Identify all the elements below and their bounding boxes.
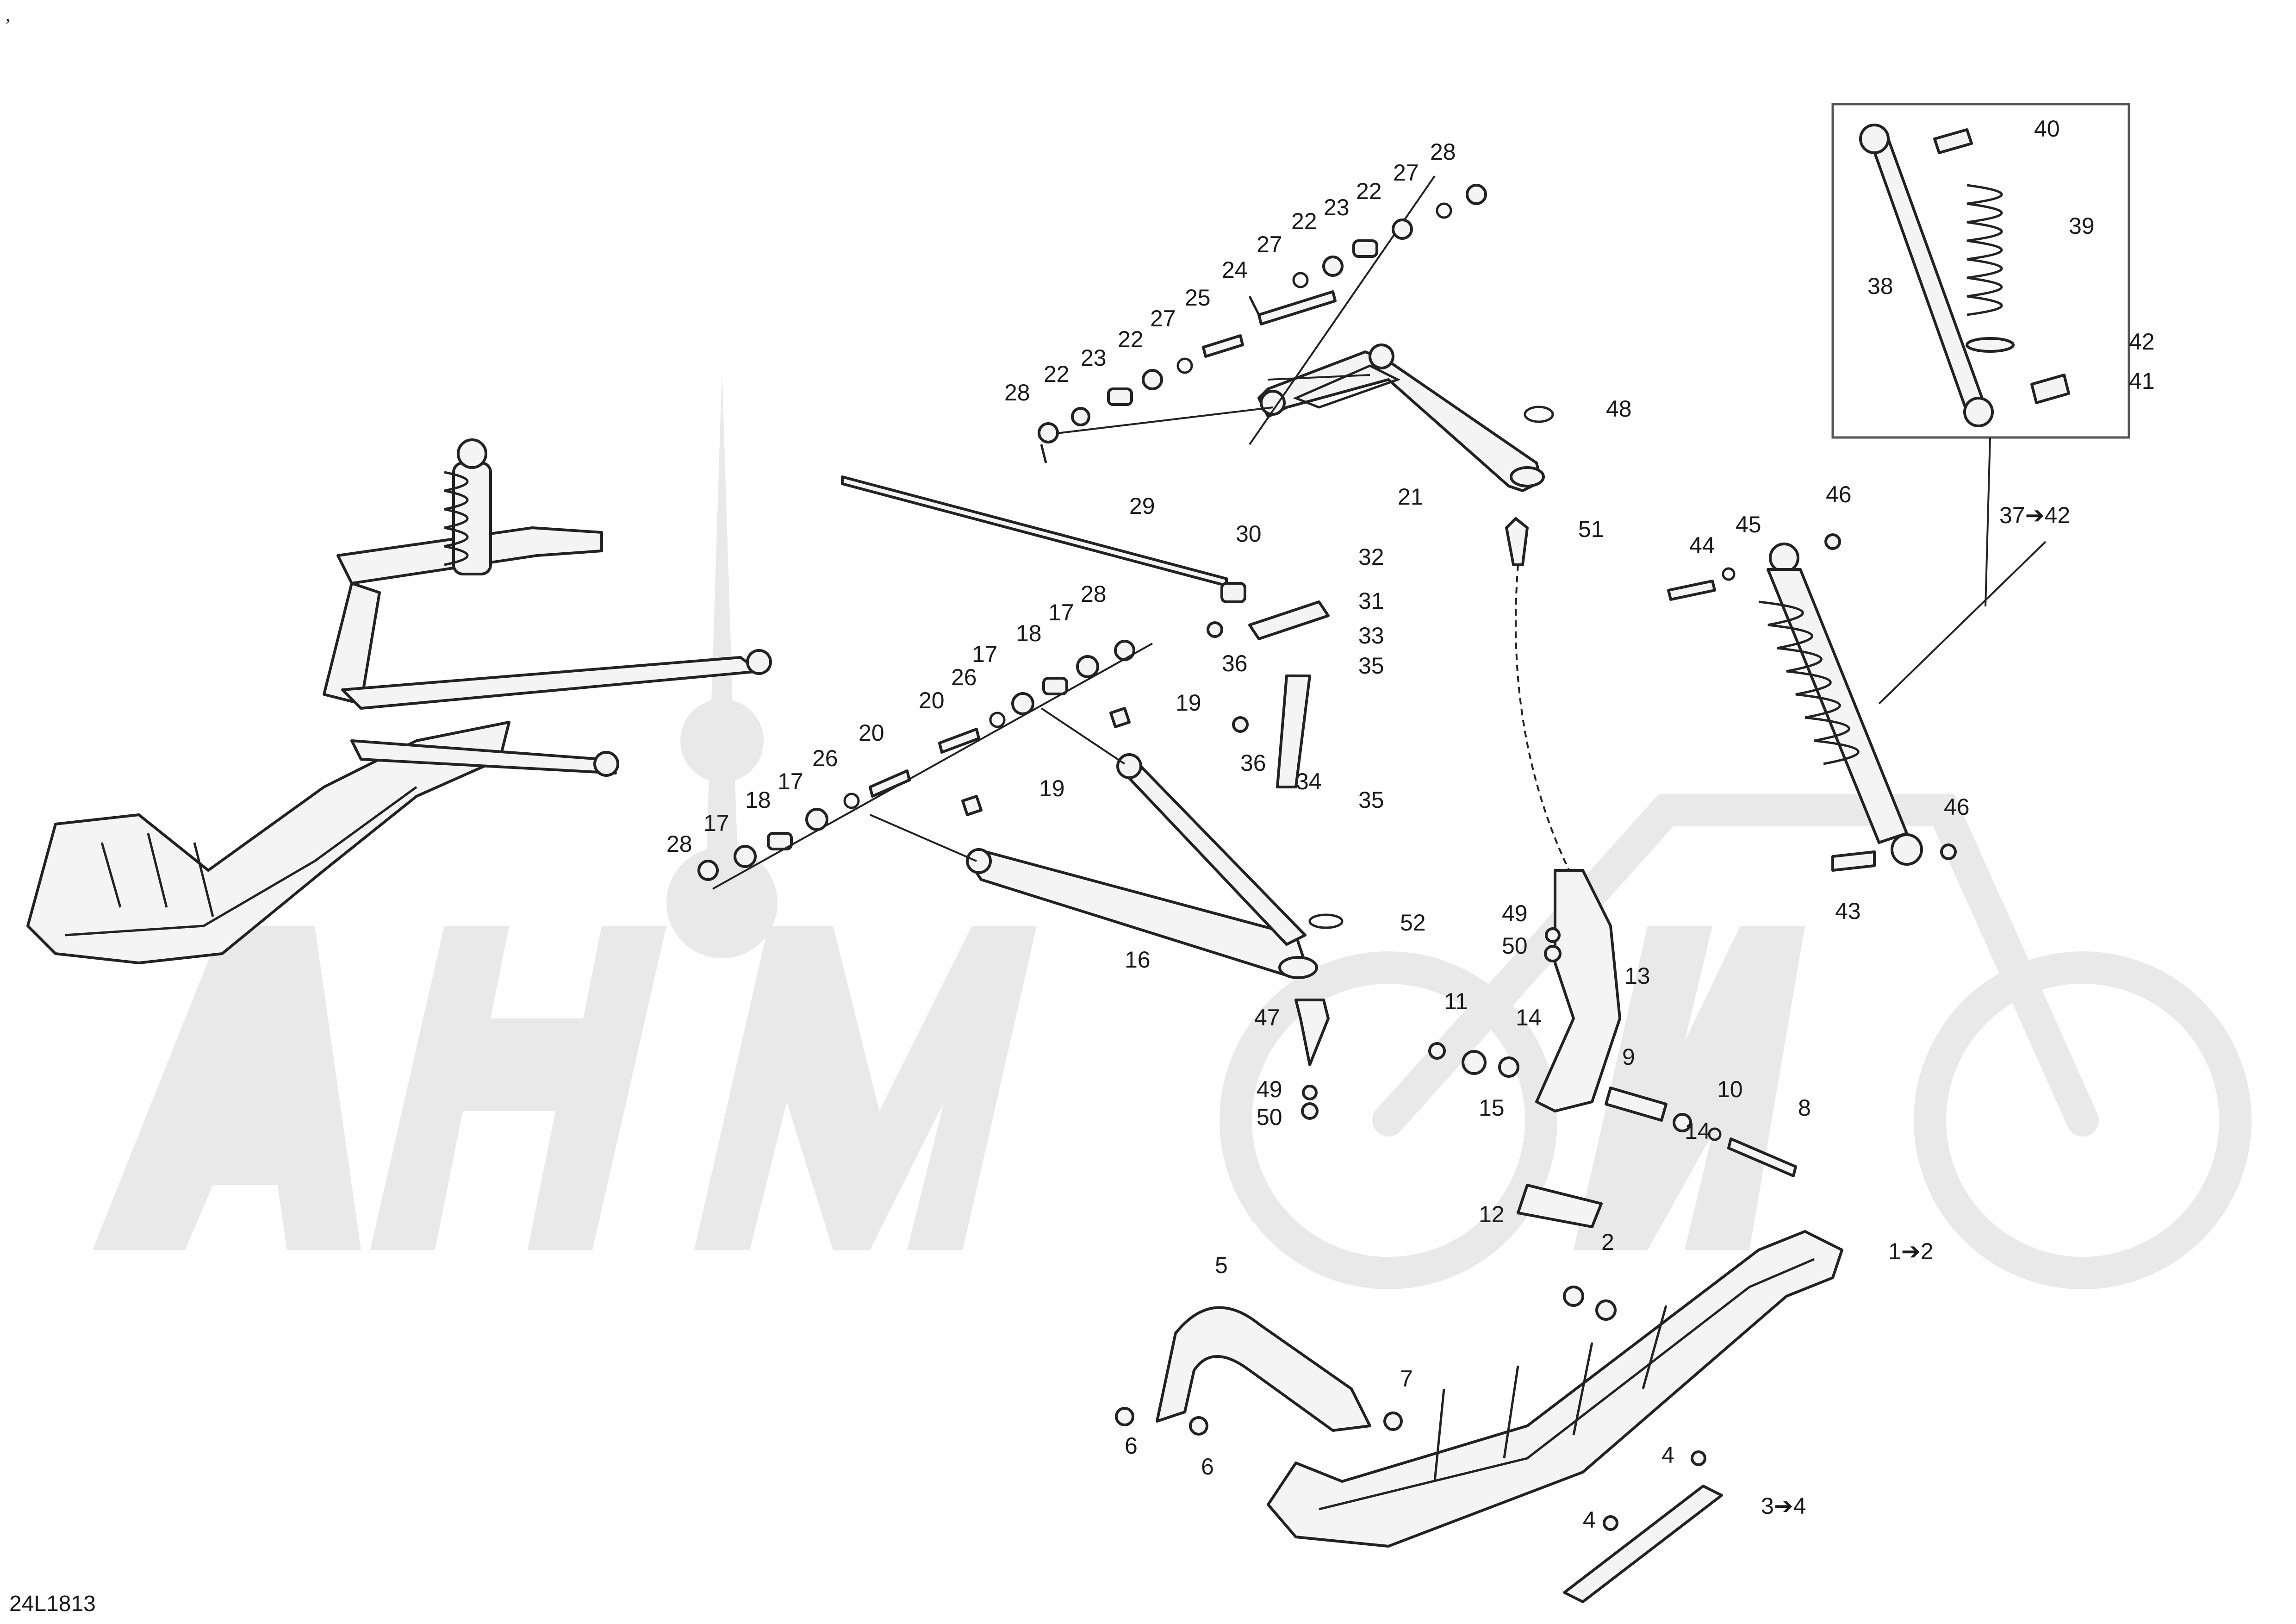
- part-number-label: 35: [1358, 787, 1384, 813]
- watermark-text: АКИМОТО: [1250, 1218, 1272, 1224]
- part-number-label: 28: [666, 831, 692, 857]
- part-number-label: 46: [1944, 794, 1970, 820]
- part-number-label: 22: [1356, 178, 1382, 204]
- part-number-label: 33: [1358, 623, 1384, 649]
- part-number-label: 51: [1578, 516, 1604, 542]
- assembled-suspension: [26, 438, 772, 964]
- part-number-label: 24: [1222, 257, 1248, 283]
- part-number-label: 23: [1081, 345, 1107, 371]
- part-number-label: 26: [951, 664, 977, 690]
- part-number-label: 27: [1393, 160, 1419, 186]
- part-number-label: 27: [1257, 231, 1282, 257]
- part-number-label: 18: [745, 787, 771, 813]
- part-number-label: 10: [1717, 1076, 1743, 1102]
- part-number-label: 45: [1736, 512, 1761, 537]
- part-number-label: 32: [1358, 544, 1384, 570]
- sway-bar-group: [841, 475, 1330, 788]
- part-number-label: 11: [1444, 988, 1468, 1014]
- part-number-label: 49: [1502, 900, 1528, 926]
- part-number-label: 15: [1479, 1095, 1505, 1121]
- part-number-label: 46: [1826, 481, 1852, 507]
- part-number-label: 28: [1430, 139, 1456, 165]
- part-number-label: 22: [1118, 326, 1144, 352]
- part-number-label: 40: [2034, 116, 2060, 142]
- part-number-label: 36: [1240, 750, 1266, 776]
- part-number-label: 49: [1257, 1076, 1282, 1102]
- part-number-label: 14: [1516, 1005, 1542, 1031]
- part-number-label: 20: [919, 687, 945, 713]
- part-number-label: 39: [2069, 213, 2095, 239]
- part-number-label: 21: [1398, 484, 1424, 510]
- part-number-label: 2: [1601, 1229, 1614, 1255]
- corner-mark: ,: [6, 4, 10, 25]
- part-number-label: 8: [1798, 1095, 1811, 1121]
- part-labels: 2827222322272425272223222848215129303231…: [666, 116, 2155, 1533]
- part-number-label: 3➔4: [1761, 1493, 1806, 1519]
- part-number-label: 6: [1201, 1454, 1214, 1480]
- part-number-label: 34: [1296, 768, 1322, 794]
- part-number-label: 4: [1661, 1442, 1674, 1468]
- part-number-label: 19: [1039, 775, 1065, 801]
- part-number-label: 14: [1685, 1118, 1711, 1144]
- part-number-label: 17: [703, 810, 729, 836]
- part-number-label: 17: [778, 768, 803, 794]
- part-number-label: 6: [1125, 1433, 1138, 1459]
- spindle-group: [1301, 869, 1797, 1228]
- part-number-label: 22: [1291, 208, 1317, 234]
- part-number-label: 25: [1185, 285, 1211, 311]
- part-number-label: 28: [1004, 380, 1030, 406]
- lower-a-arm-group: [697, 640, 1344, 1066]
- part-number-label: 18: [1016, 620, 1042, 646]
- part-number-label: 44: [1689, 532, 1715, 558]
- part-number-label: 4: [1583, 1507, 1596, 1533]
- drawing-reference: 24L1813: [9, 1592, 96, 1616]
- part-number-label: 7: [1400, 1366, 1413, 1392]
- part-number-label: 12: [1479, 1201, 1505, 1227]
- part-number-label: 35: [1358, 653, 1384, 679]
- part-number-label: 27: [1150, 306, 1176, 331]
- part-number-label: 16: [1125, 947, 1151, 973]
- watermark-logo: АКИМОТО: [93, 370, 2252, 1289]
- part-number-label: 31: [1358, 588, 1384, 614]
- part-number-label: 42: [2129, 329, 2155, 355]
- part-number-label: 43: [1835, 898, 1861, 924]
- assembled-shock: [1667, 533, 2047, 872]
- part-number-label: 50: [1502, 933, 1528, 959]
- part-number-label: 22: [1044, 361, 1070, 387]
- part-number-label: 38: [1867, 273, 1893, 299]
- part-number-label: 36: [1222, 650, 1248, 676]
- upper-a-arm-group: [1038, 175, 1574, 880]
- part-number-label: 29: [1129, 493, 1155, 519]
- part-number-label: 50: [1257, 1104, 1282, 1130]
- part-number-label: 20: [859, 720, 884, 746]
- shock-detail-box: [1831, 103, 2130, 439]
- part-number-label: 47: [1254, 1005, 1280, 1031]
- part-number-label: 41: [2129, 368, 2155, 394]
- part-number-label: 30: [1236, 521, 1262, 547]
- part-number-label: 23: [1324, 194, 1350, 220]
- part-number-label: 52: [1400, 910, 1426, 936]
- part-number-label: 28: [1081, 581, 1107, 607]
- ski-group: [1115, 1230, 1843, 1603]
- part-number-label: 37➔42: [1999, 502, 2070, 528]
- shock-detail: [1859, 124, 2070, 607]
- part-number-label: 13: [1624, 963, 1650, 989]
- part-number-label: 17: [1048, 600, 1074, 625]
- part-number-label: 1➔2: [1888, 1238, 1934, 1264]
- part-number-label: 5: [1215, 1252, 1228, 1278]
- part-number-label: 19: [1176, 690, 1201, 716]
- part-number-label: 26: [812, 745, 838, 771]
- part-number-label: 17: [972, 641, 998, 667]
- part-number-label: 48: [1606, 396, 1632, 422]
- part-number-label: 9: [1622, 1044, 1635, 1070]
